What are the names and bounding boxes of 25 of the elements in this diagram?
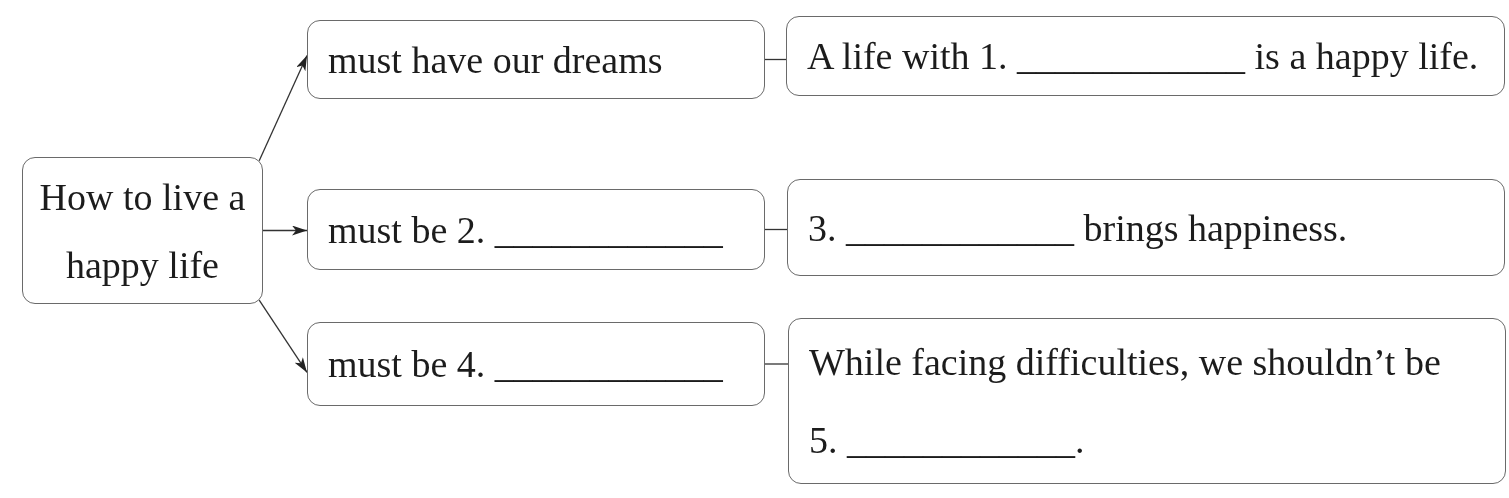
fill-in-line: ____________ — [494, 343, 723, 385]
fill-in-line: ____________ — [1017, 35, 1246, 77]
connector-line — [764, 363, 789, 365]
node-text: must be 4. ____________ — [328, 342, 723, 386]
fill-in-line: ____________ — [494, 208, 723, 251]
node-text: While facing difficulties, we shouldn’t be 5. ____________. — [809, 340, 1442, 463]
arrow — [258, 54, 308, 162]
fill-in-line: ____________ — [847, 419, 1075, 461]
arrow — [262, 225, 308, 236]
connector-line — [764, 58, 787, 61]
rounded-box — [307, 322, 765, 406]
arrow — [258, 299, 308, 374]
node-text: A life with 1. ____________ is a happy life. — [807, 34, 1479, 78]
connector-line — [764, 228, 788, 231]
node-text: must be 2. ____________ — [328, 207, 723, 252]
rounded-box — [788, 318, 1506, 484]
fill-in-line: ____________ — [846, 206, 1074, 249]
rounded-box — [22, 157, 263, 304]
rounded-box — [786, 16, 1505, 96]
node-text: 3. ____________ brings happiness. — [808, 205, 1348, 250]
node-text: must have our dreams — [328, 37, 663, 82]
rounded-box — [307, 189, 765, 270]
rounded-box — [787, 179, 1505, 276]
node-text: How to live a happy life — [38, 174, 247, 288]
rounded-box — [307, 20, 765, 99]
